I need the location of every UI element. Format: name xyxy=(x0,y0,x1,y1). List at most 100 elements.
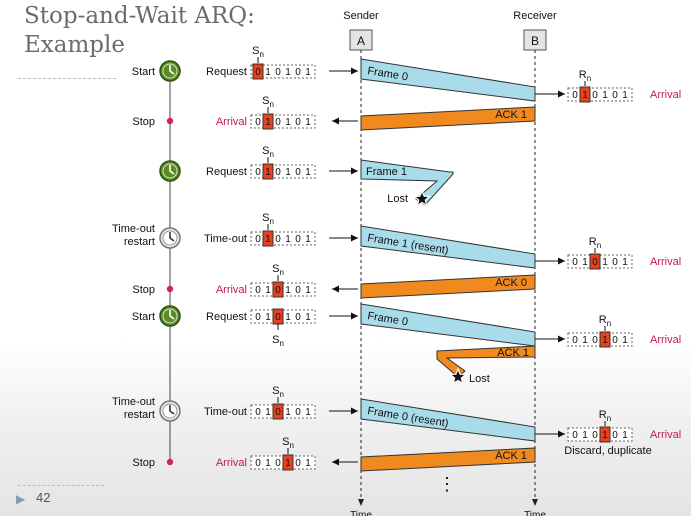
sender-event-label: Arrival xyxy=(216,457,247,469)
slide-title-line-1: Stop-and-Wait ARQ: xyxy=(24,3,255,29)
sender-event-label: Time-out xyxy=(204,233,247,245)
sender-register-bit: 0 xyxy=(295,458,301,469)
sender-register-bit: 0 xyxy=(295,67,301,78)
receiver-register-bit: 0 xyxy=(592,257,598,268)
sender-register-bit: 1 xyxy=(265,407,271,418)
page-number: 42 xyxy=(36,490,51,505)
receiver-register-bit: 0 xyxy=(592,430,598,441)
start-clock-icon-hands xyxy=(169,310,175,320)
sender-register-bit: 1 xyxy=(285,458,291,469)
receiver-event-label: Arrival xyxy=(650,256,681,268)
sn-label-letter: S xyxy=(272,334,279,346)
ack-arrival-arrow-head xyxy=(332,285,339,293)
sn-label-subscript: n xyxy=(269,150,273,159)
sender-register-active-cell xyxy=(262,113,274,130)
sn-label-subscript: n xyxy=(279,390,283,399)
sender-register-bit: 1 xyxy=(265,67,271,78)
footer-divider xyxy=(18,485,104,486)
start-clock-icon xyxy=(159,305,181,327)
sender-register-bit: 0 xyxy=(255,117,261,128)
ack-label: ACK 1 xyxy=(497,347,529,359)
receiver-event-label: Arrival xyxy=(650,89,681,101)
sender-register-bit: 0 xyxy=(255,407,261,418)
stop-marker xyxy=(166,458,174,466)
sender-event-label: Request xyxy=(206,66,247,78)
sn-label: Sn xyxy=(262,145,274,159)
sn-label-letter: S xyxy=(272,385,279,397)
sender-register-active-cell xyxy=(282,454,294,471)
sender-register-bit: 0 xyxy=(275,285,281,296)
ack-label: ACK 0 xyxy=(495,277,527,289)
sender-register-bit: 1 xyxy=(305,312,311,323)
rn-label: Rn xyxy=(589,236,601,250)
sender-register-bit: 1 xyxy=(285,285,291,296)
sn-label-subscript: n xyxy=(269,100,273,109)
receiver-time-label: Time xyxy=(524,510,546,516)
receiver-register-bit: 1 xyxy=(622,335,628,346)
rn-label-subscript: n xyxy=(607,319,611,328)
receiver-register-bit: 1 xyxy=(622,90,628,101)
sn-label: Sn xyxy=(272,334,284,348)
title-divider xyxy=(18,78,116,79)
sender-id: A xyxy=(357,34,365,48)
slide-title: Stop-and-Wait ARQ: Example xyxy=(24,2,255,60)
rn-label-letter: R xyxy=(589,236,597,248)
sender-register-frame xyxy=(250,64,316,79)
receiver-register-bit: 1 xyxy=(582,335,588,346)
sender-register-bit: 1 xyxy=(305,234,311,245)
receiver-register-bit: 0 xyxy=(592,335,598,346)
send-arrow-head xyxy=(351,407,358,415)
continuation-ellipsis: ⋮ xyxy=(438,474,456,494)
slide-title-line-2: Example xyxy=(24,32,125,58)
receiver-note: Discard, duplicate xyxy=(564,445,651,457)
sender-register-bit: 1 xyxy=(265,285,271,296)
deliver-arrow-head xyxy=(558,335,565,343)
send-arrow-head xyxy=(351,234,358,242)
stop-marker xyxy=(166,117,174,125)
sn-label: Sn xyxy=(272,263,284,277)
sender-register-bit: 0 xyxy=(295,117,301,128)
sender-register-bit: 0 xyxy=(275,167,281,178)
deliver-arrow-head xyxy=(558,430,565,438)
rn-label: Rn xyxy=(579,69,591,83)
sender-event-label: Time-out xyxy=(204,406,247,418)
receiver-register-bit: 1 xyxy=(622,430,628,441)
send-arrow-head xyxy=(351,167,358,175)
sn-label-subscript: n xyxy=(269,217,273,226)
timeline-label: Start xyxy=(132,66,155,78)
timeline-label: Stop xyxy=(132,116,155,128)
sn-label-letter: S xyxy=(262,212,269,224)
sn-label-letter: S xyxy=(262,145,269,157)
sender-register-bit: 1 xyxy=(285,234,291,245)
receiver-register-bit: 0 xyxy=(612,257,618,268)
sender-event-label: Request xyxy=(206,166,247,178)
start-clock-icon-hands xyxy=(169,65,175,75)
sender-register-bit: 0 xyxy=(295,167,301,178)
sender-time-label: Time xyxy=(350,510,372,516)
rn-label-letter: R xyxy=(599,314,607,326)
sender-register-bit: 1 xyxy=(305,67,311,78)
receiver-register-bit: 1 xyxy=(582,430,588,441)
receiver-register-bit: 1 xyxy=(602,90,608,101)
sender-register-bit: 0 xyxy=(255,285,261,296)
sender-register-bit: 0 xyxy=(275,67,281,78)
receiver-register-bit: 1 xyxy=(582,257,588,268)
rn-label: Rn xyxy=(599,409,611,423)
lost-label: Lost xyxy=(469,373,490,385)
sender-register-bit: 0 xyxy=(295,407,301,418)
frame-band xyxy=(360,398,536,442)
sender-register-active-cell xyxy=(262,163,274,180)
lost-star-icon xyxy=(448,367,468,385)
sn-label: Sn xyxy=(262,212,274,226)
sender-register-bit: 1 xyxy=(265,234,271,245)
sn-label: Sn xyxy=(262,95,274,109)
sender-register-bit: 0 xyxy=(255,312,261,323)
